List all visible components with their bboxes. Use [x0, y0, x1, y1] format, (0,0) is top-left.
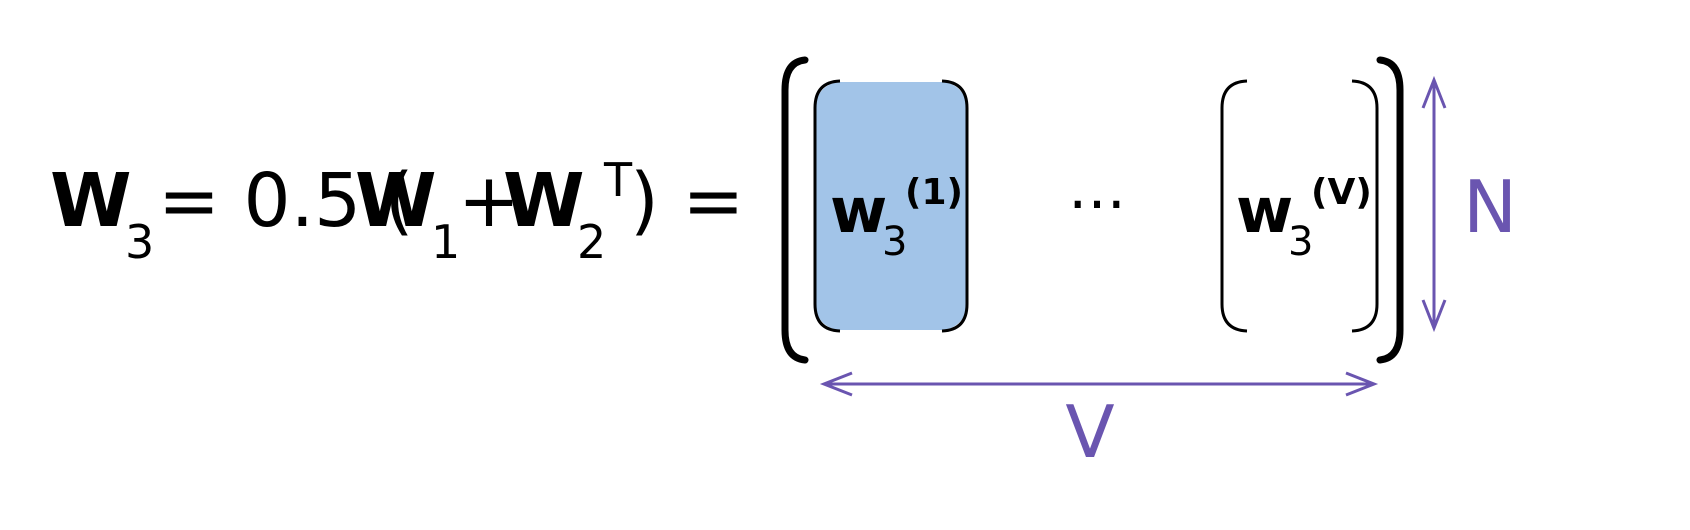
- term1-subscript: 1: [431, 215, 460, 269]
- last-column-subscript: 3: [1288, 219, 1313, 265]
- first-column-left-paren: [813, 79, 841, 333]
- first-column-highlight: [815, 82, 967, 330]
- term2-superscript: T: [603, 153, 633, 207]
- term2-symbol: W: [503, 158, 585, 244]
- last-column-symbol: w: [1236, 174, 1293, 247]
- first-column-symbol: w: [830, 174, 887, 247]
- equation: W 3 = 0.5 ( W 1 + W 2 T ) =: [50, 153, 744, 269]
- closing-equals: ) =: [630, 158, 744, 244]
- first-column-right-paren: [941, 79, 969, 333]
- matrix-left-bracket: [781, 56, 809, 364]
- height-label: N: [1463, 165, 1517, 249]
- height-dimension: N: [1421, 75, 1517, 333]
- last-column-left-paren: [1220, 79, 1248, 333]
- last-column-right-paren: [1351, 79, 1379, 333]
- height-arrow-top-head: [1421, 75, 1447, 109]
- term1-symbol: W: [355, 158, 437, 244]
- lhs-subscript: 3: [125, 215, 154, 269]
- last-column-superscript: (V): [1311, 172, 1372, 213]
- width-dimension: V: [819, 371, 1379, 474]
- first-column: w 3 (1): [813, 79, 969, 333]
- width-arrow-right-head: [1345, 371, 1379, 397]
- plus-sign: +: [458, 158, 520, 244]
- height-arrow-bottom-head: [1421, 299, 1447, 333]
- matrix-right-bracket: [1376, 56, 1404, 364]
- width-label: V: [1065, 390, 1114, 474]
- matrix: w 3 (1) … w 3 (V): [781, 56, 1404, 364]
- first-column-superscript: (1): [905, 172, 963, 213]
- equals-coefficient: = 0.5 (: [158, 158, 414, 244]
- first-column-subscript: 3: [882, 219, 907, 265]
- lhs-symbol: W: [50, 158, 132, 244]
- last-column: w 3 (V): [1220, 79, 1379, 333]
- ellipsis: …: [1068, 154, 1126, 222]
- term2-subscript: 2: [577, 215, 606, 269]
- width-arrow-left-head: [819, 371, 853, 397]
